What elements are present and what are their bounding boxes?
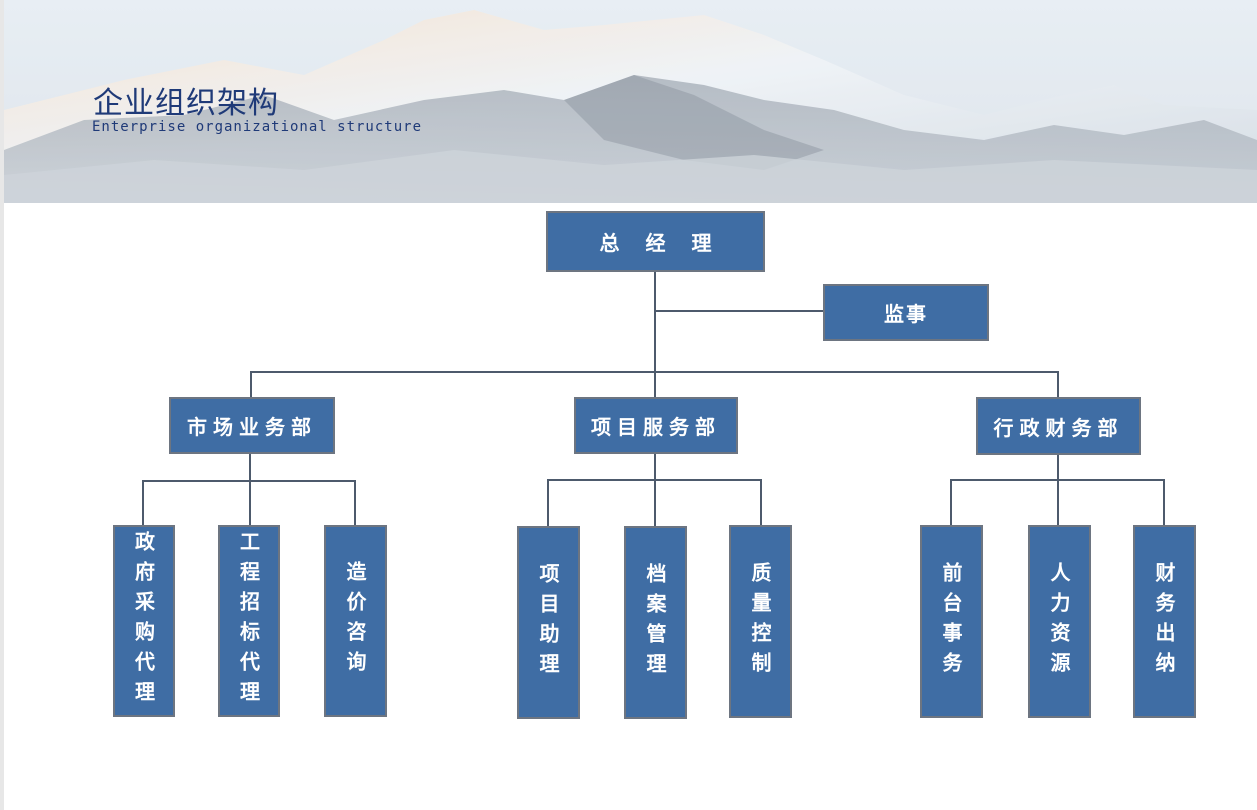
unit-front-desk-box: 前台事务 [920,525,983,718]
connector-line [142,480,144,526]
connector-line [249,453,251,526]
supervisor-box: 监事 [823,284,989,341]
connector-line [142,480,356,482]
connector-line [654,453,656,526]
connector-line [1163,479,1165,526]
connector-line [250,371,252,398]
left-edge-strip [0,0,4,810]
connector-line [950,479,1165,481]
connector-line [654,272,656,398]
unit-government-procurement-box: 政府采购代理 [113,525,175,717]
connector-line [655,310,825,312]
page-subtitle: Enterprise organizational structure [92,119,423,135]
unit-engineering-tender-box: 工程招标代理 [218,525,280,717]
department-market-business-box: 市场业务部 [169,397,335,454]
unit-project-assistant-box: 项目助理 [517,526,580,719]
mountain-banner-image [4,0,1257,203]
connector-line [1057,371,1059,398]
unit-cost-consulting-box: 造价咨询 [324,525,387,717]
general-manager-box: 总经理 [546,211,765,272]
department-project-service-box: 项目服务部 [574,397,738,454]
connector-line [547,479,762,481]
connector-line [760,479,762,526]
unit-quality-control-box: 质量控制 [729,525,792,718]
connector-line [354,480,356,526]
page-title: 企业组织架构 [93,86,279,121]
connector-line [250,371,1059,373]
unit-archive-management-box: 档案管理 [624,526,687,719]
unit-finance-cashier-box: 财务出纳 [1133,525,1196,718]
department-admin-finance-box: 行政财务部 [976,397,1141,455]
connector-line [950,479,952,526]
connector-line [547,479,549,526]
mountain-banner [4,0,1257,203]
unit-human-resources-box: 人力资源 [1028,525,1091,718]
connector-line [1057,454,1059,526]
